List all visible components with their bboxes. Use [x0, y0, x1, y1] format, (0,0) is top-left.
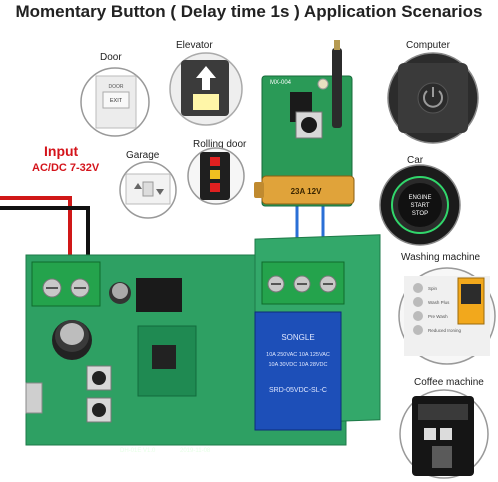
- remote-control: MX-004 23A 12V: [254, 40, 355, 207]
- elevator-scenario: [169, 52, 243, 126]
- relay-model: SRD-05VDC-SL-C: [269, 387, 327, 394]
- washer-option-3: Pre Wash: [428, 314, 448, 319]
- coffee-machine-scenario: [399, 389, 489, 479]
- battery-label: 23A 12V: [291, 187, 323, 196]
- washer-option-4: Reduced Ironing: [428, 328, 462, 333]
- page-title: Momentary Button ( Delay time 1s ) Appli…: [15, 2, 483, 21]
- chip: [152, 345, 176, 369]
- car-button-line-1: ENGINE: [408, 195, 431, 201]
- label-computer: Computer: [406, 40, 450, 51]
- car-button-line-2: START: [410, 203, 429, 209]
- car-scenario: ENGINE START STOP: [379, 164, 461, 246]
- car-button-line-3: STOP: [412, 211, 428, 217]
- input-voltage: AC/DC 7-32V: [32, 162, 100, 174]
- washing-machine-scenario: Spin Wash Plus Pre Wash Reduced Ironing: [398, 267, 496, 365]
- washer-option-1: Spin: [428, 286, 438, 291]
- output-terminal-block: [261, 261, 345, 305]
- input-wires: [0, 196, 90, 262]
- relay-rating-1: 10A 250VAC 10A 125VAC: [266, 352, 330, 358]
- relay-board: SONGLE 10A 250VAC 10A 125VAC 10A 30VDC 1…: [25, 234, 381, 454]
- input-terminal-block: [31, 261, 101, 307]
- door-sign-top: DOOR: [109, 84, 124, 90]
- remote-model: MX-004: [270, 80, 292, 86]
- remote-button: [301, 117, 317, 133]
- board-pcb-label: DH-01E V1.0: [120, 448, 156, 454]
- door-scenario: DOOR EXIT: [80, 67, 150, 137]
- label-car: Car: [407, 155, 424, 166]
- receiver-module: [136, 278, 182, 312]
- elevator-up-arrow-icon: [196, 66, 216, 90]
- label-door: Door: [100, 52, 122, 63]
- learn-button: [86, 365, 112, 391]
- board-version: 2019-11-08: [180, 448, 211, 454]
- label-washing-machine: Washing machine: [401, 252, 481, 263]
- input-label: Input: [44, 143, 79, 159]
- battery: 23A 12V: [254, 175, 355, 205]
- relay: SONGLE 10A 250VAC 10A 125VAC 10A 30VDC 1…: [254, 311, 342, 431]
- capacitor-large: [52, 320, 92, 360]
- label-garage: Garage: [126, 150, 160, 161]
- antenna: [332, 48, 342, 128]
- relay-rating-2: 10A 30VDC 10A 28VDC: [268, 362, 327, 368]
- door-sign-bottom: EXIT: [110, 98, 123, 104]
- capacitor-small: [109, 282, 131, 304]
- relay-brand: SONGLE: [281, 333, 314, 342]
- remote-led: [317, 78, 329, 90]
- label-elevator: Elevator: [176, 40, 213, 51]
- antenna-tip: [334, 40, 340, 50]
- label-rolling-door: Rolling door: [193, 139, 247, 150]
- computer-scenario: [387, 52, 479, 144]
- rolling-door-scenario: [187, 147, 245, 205]
- usb-port: [25, 382, 43, 414]
- power-icon: [423, 90, 443, 108]
- washer-option-2: Wash Plus: [428, 300, 450, 305]
- reset-button: [86, 397, 112, 423]
- garage-scenario: [119, 161, 177, 219]
- label-coffee-machine: Coffee machine: [414, 377, 484, 388]
